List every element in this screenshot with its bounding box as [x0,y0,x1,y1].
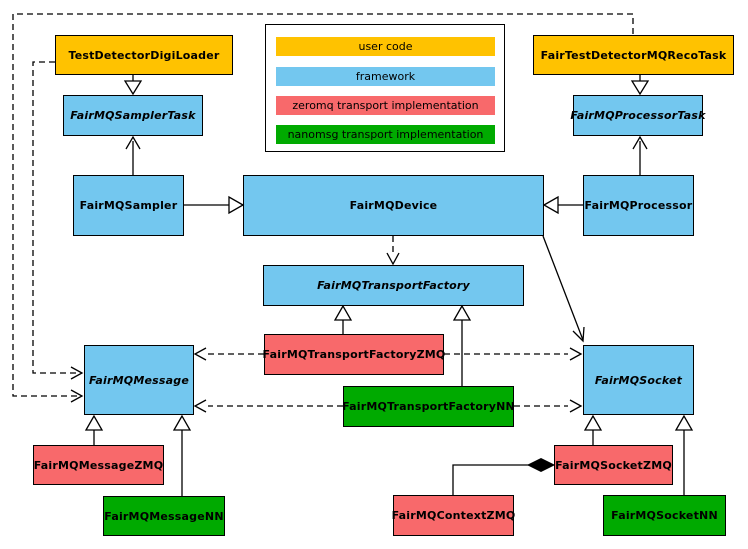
class-box-fairmqsocket: FairMQSocket [583,345,694,415]
inheritance-arrow-tfzmq-transportfactory [333,304,353,334]
class-box-fairmqmessage: FairMQMessage [84,345,194,415]
composition-diamond-socketzmq-contextzmq [452,457,556,495]
class-box-fairmqmessagezmq: FairMQMessageZMQ [33,445,164,485]
legend-item-zeromq: zeromq transport implementation [276,96,495,115]
inheritance-arrow-digiloader-samplertask [123,75,143,96]
class-box-fairmqtransportfactorynn: FairMQTransportFactoryNN [342,386,515,427]
inheritance-arrow-tfnn-transportfactory [452,304,472,386]
class-box-fairmqsamplertask: FairMQSamplerTask [63,95,203,136]
class-box-fairmqdevice: FairMQDevice [243,175,544,236]
legend-item-user-code: user code [276,37,495,56]
dependency-arrow-device-transportfactory [386,236,400,266]
inheritance-arrow-messagenn-message [172,414,192,496]
association-arrow-sampler-samplertask [125,135,141,175]
class-box-fairmqsocketzmq: FairMQSocketZMQ [554,445,673,485]
class-box-testdetectordigiloader: TestDetectorDigiLoader [55,35,233,75]
inheritance-arrow-sampler-device [184,195,245,215]
inheritance-arrow-messagezmq-message [84,414,104,445]
class-box-fairtestdetectormqrecotask: FairTestDetectorMQRecoTask [533,35,734,75]
class-box-fairmqcontextzmq: FairMQContextZMQ [392,495,515,536]
inheritance-arrow-socketnn-socket [674,414,694,495]
class-box-fairmqtransportfactoryzmq: FairMQTransportFactoryZMQ [263,334,445,375]
class-box-fairmqmessagenn: FairMQMessageNN [103,496,225,536]
class-box-fairmqtransportfactory: FairMQTransportFactory [263,265,524,306]
association-arrow-processor-processortask [632,135,648,175]
legend-item-nanomsg: nanomsg transport implementation [276,125,495,144]
association-arrow-device-socket [542,235,585,343]
class-box-fairmqsocketnn: FairMQSocketNN [603,495,726,536]
legend-item-framework: framework [276,67,495,86]
dependency-arrow-tfnn-socket [514,399,583,413]
legend: user code framework zeromq transport imp… [265,24,505,152]
class-box-fairmqsampler: FairMQSampler [73,175,184,236]
inheritance-arrow-processor-device [542,195,583,215]
dependency-arrow-tfzmq-message [193,347,264,361]
dependency-arrow-tfnn-message [193,399,343,413]
dependency-arrow-tfzmq-socket [444,347,583,361]
inheritance-arrow-recotask-processortask [630,75,650,96]
class-box-fairmqprocessor: FairMQProcessor [583,175,694,236]
inheritance-arrow-socketzmq-socket [583,414,603,445]
class-box-fairmqprocessortask: FairMQProcessorTask [570,95,705,136]
